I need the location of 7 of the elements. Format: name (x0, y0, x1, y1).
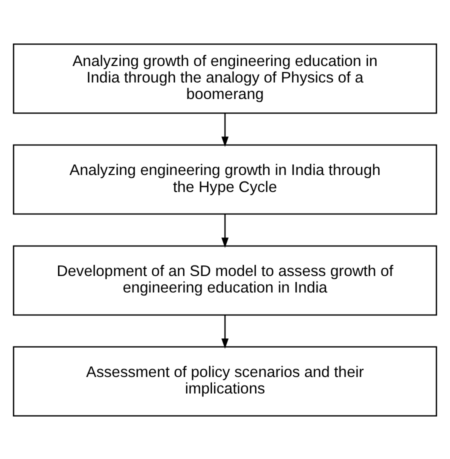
node-box: Analyzing engineering growth in India through the Hype Cycle (12, 144, 438, 214)
node-box: Analyzing growth of engineering education in India through the analogy of Physics of a boomerang (12, 42, 438, 114)
node-box: Development of an SD model to assess growth of engineering education in India (12, 244, 438, 316)
node-box: Assessment of policy scenarios and their implications (12, 346, 438, 416)
arrow (221, 314, 229, 348)
arrow (221, 112, 229, 146)
arrow (221, 214, 229, 248)
